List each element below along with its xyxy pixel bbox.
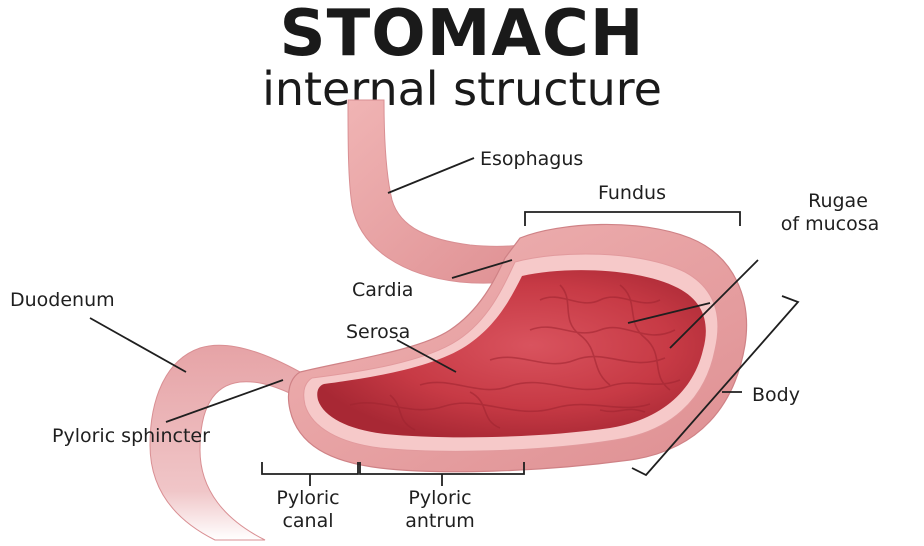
label-pyloric-antrum-line2: antrum [405,510,475,532]
leader-esophagus [388,158,474,193]
label-rugae-line2: of mucosa [781,213,880,235]
diagram-subtitle: internal structure [262,62,662,116]
label-cardia: Cardia [352,279,413,301]
label-pyloric-canal-line1: Pyloric [276,487,339,509]
leader-duodenum [90,318,186,372]
label-pyloric-sphincter: Pyloric sphincter [52,425,210,447]
label-esophagus: Esophagus [480,148,583,170]
label-body: Body [752,384,800,406]
label-duodenum: Duodenum [10,289,115,311]
label-pyloric-antrum-line1: Pyloric [408,487,471,509]
fundus-bracket [525,212,740,226]
pyloric-canal-bracket [262,462,358,474]
label-fundus: Fundus [598,182,666,204]
diagram-title: STOMACH [280,0,645,71]
label-rugae-line1: Rugae [808,190,868,212]
label-pyloric-canal-line2: canal [282,510,333,532]
label-serosa: Serosa [346,321,410,343]
